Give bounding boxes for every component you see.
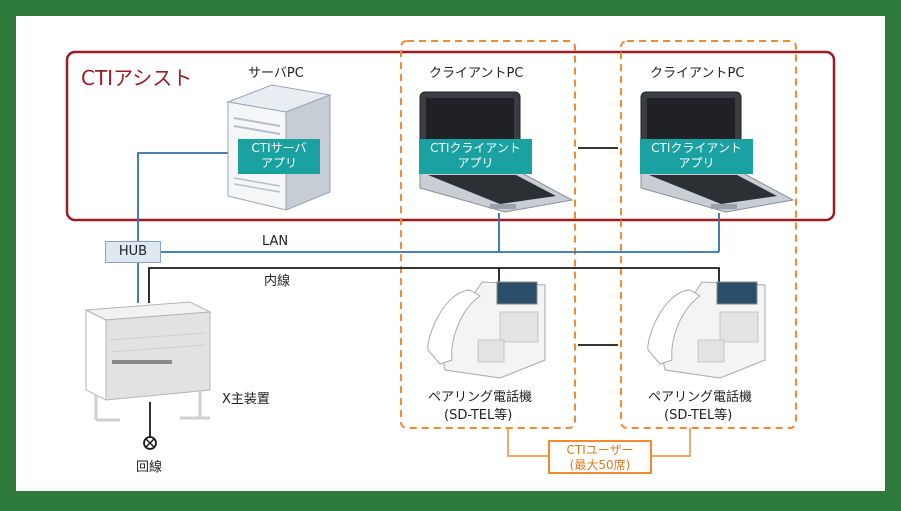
line-terminal-icon (143, 436, 157, 450)
cti-user-line1: CTIユーザー (566, 443, 634, 457)
phone-2-label-line2: (SD-TEL等) (664, 408, 733, 423)
cti-client-app-2: CTIクライアント アプリ (640, 139, 753, 174)
cti-server-app-line1: CTIサーバ (251, 141, 307, 155)
cti-client-app-1-line1: CTIクライアント (430, 141, 521, 155)
cti-assist-boundary (65, 50, 836, 222)
main-unit-label: X主装置 (222, 392, 270, 407)
cti-assist-title: CTIアシスト (81, 66, 193, 90)
server-pc-label: サーバPC (248, 66, 304, 81)
cti-user-box: CTIユーザー (最大50席) (548, 440, 652, 474)
cti-user-connector (507, 428, 548, 457)
phone-2-icon (647, 281, 766, 379)
phone-2-label-line1: ペアリング電話機 (648, 390, 753, 405)
cti-client-app-1-line2: アプリ (457, 156, 494, 170)
line-label: 回線 (136, 460, 163, 475)
cti-user-line2: (最大50席) (569, 458, 631, 472)
client-group-2-boundary (620, 40, 797, 429)
phone-1-label-line1: ペアリング電話機 (428, 390, 533, 405)
extension-label: 内線 (264, 274, 291, 289)
hub-box: HUB (105, 241, 161, 263)
cti-server-app: CTIサーバ アプリ (238, 139, 320, 174)
extension-line (148, 267, 720, 303)
lan-line-server (137, 152, 240, 241)
cti-client-app-2-line2: アプリ (678, 156, 715, 170)
client-pc-label-1: クライアントPC (429, 66, 524, 81)
cti-server-app-line2: アプリ (260, 156, 297, 170)
cti-client-app-2-line1: CTIクライアント (651, 141, 742, 155)
main-unit-icon (84, 301, 212, 422)
client-group-1-boundary (400, 40, 576, 429)
client-pc-label-2: クライアントPC (650, 66, 745, 81)
cti-client-app-1: CTIクライアント アプリ (419, 139, 532, 174)
phone-1-label-line2: (SD-TEL等) (444, 408, 513, 423)
cti-user-connector-2 (652, 428, 691, 457)
lan-label: LAN (262, 234, 289, 249)
phone-1-icon (427, 281, 546, 379)
